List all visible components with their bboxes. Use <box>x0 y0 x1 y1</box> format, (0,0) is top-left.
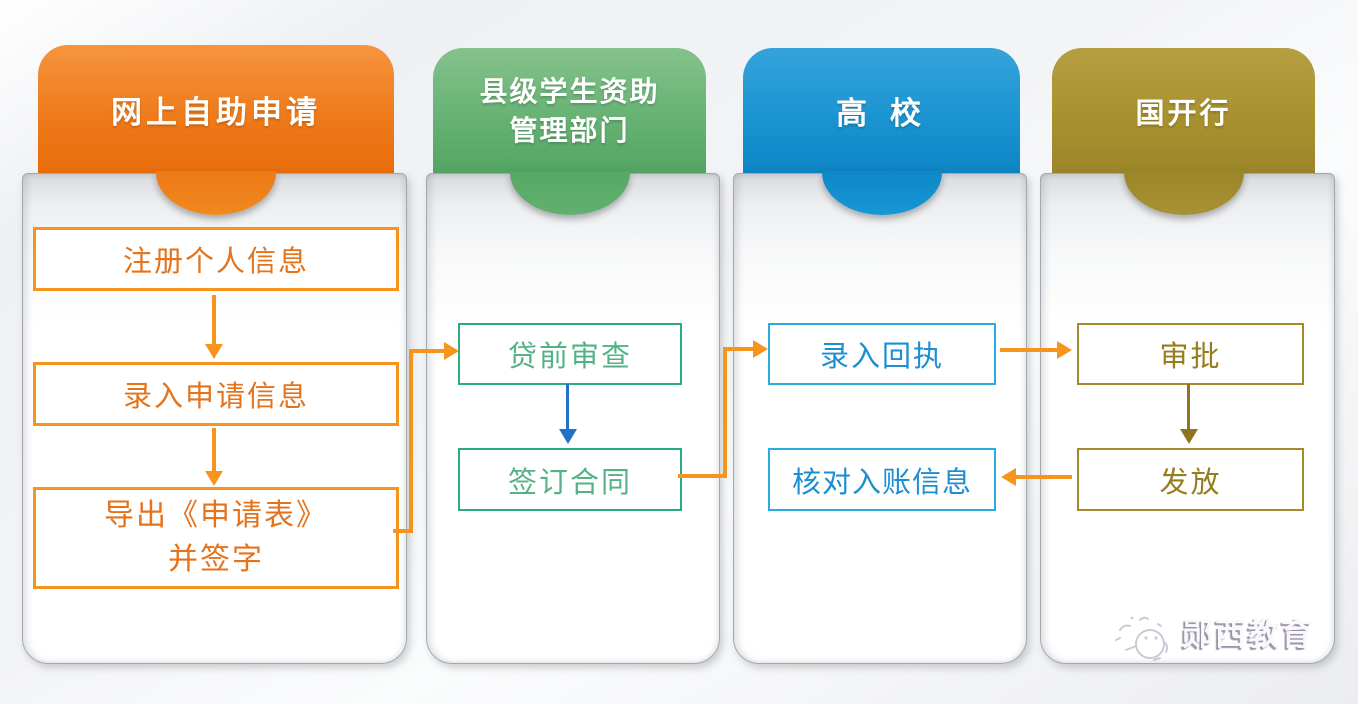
connector-disbursement-to-verify-line <box>1016 475 1072 479</box>
connector-contract-to-receipt-seg1 <box>678 474 727 478</box>
step-box-register-personal-info: 注册个人信息 <box>33 227 399 291</box>
column-header-cdb-bank: 国开行 <box>1052 48 1315 173</box>
column-card-county-aid-department <box>426 173 720 664</box>
column-header-online-self-application: 网上自助申请 <box>38 45 394 173</box>
step-label: 录入申请信息 <box>122 379 309 413</box>
step-box-enter-receipt: 录入回执 <box>768 323 996 385</box>
arrowhead-down-icon <box>559 429 577 444</box>
arrowhead-left-icon <box>1001 468 1016 486</box>
step-box-enter-application-info: 录入申请信息 <box>33 362 399 426</box>
step-label-line1: 导出《申请表》 <box>104 498 328 533</box>
connector-export-to-review-seg2 <box>409 349 413 533</box>
connector-receipt-to-approval-line <box>1000 348 1058 352</box>
step-box-disbursement: 发放 <box>1077 448 1304 511</box>
arrow-line-approval-to-disbursement <box>1187 384 1190 430</box>
arrowhead-right-icon <box>753 340 768 358</box>
step-label: 审批 <box>1159 339 1222 373</box>
arrowhead-right-icon <box>1057 341 1072 359</box>
connector-export-to-review-seg3 <box>409 349 445 353</box>
arrow-line-register-to-enter <box>212 295 216 345</box>
step-label: 核对入账信息 <box>791 464 972 499</box>
step-box-sign-contract: 签订合同 <box>458 448 682 511</box>
arrowhead-down-icon <box>205 344 223 359</box>
step-box-export-form-and-sign: 导出《申请表》 并签字 <box>33 487 399 589</box>
header-text-line1: 县级学生资助 <box>479 74 660 108</box>
step-label: 贷前审查 <box>507 339 632 373</box>
step-box-approval: 审批 <box>1077 323 1304 385</box>
header-text-line2: 管理部门 <box>509 113 630 147</box>
header-text: 网上自助申请 <box>111 94 321 131</box>
column-header-county-aid-department: 县级学生资助 管理部门 <box>433 48 706 173</box>
arrowhead-down-icon <box>205 471 223 486</box>
column-card-university <box>733 173 1027 664</box>
connector-contract-to-receipt-seg3 <box>723 347 754 351</box>
step-box-preloan-review: 贷前审查 <box>458 323 682 385</box>
step-label-line2: 并签字 <box>168 542 264 577</box>
header-text: 高 校 <box>836 96 927 132</box>
step-label: 签订合同 <box>507 464 632 499</box>
arrowhead-right-icon <box>444 342 459 360</box>
watermark-text: 郧西教育 <box>1182 616 1314 653</box>
column-header-university: 高 校 <box>743 48 1020 173</box>
connector-export-to-review-seg1 <box>393 529 413 533</box>
step-label: 发放 <box>1159 464 1222 499</box>
step-label: 注册个人信息 <box>122 244 309 278</box>
arrow-line-enter-to-export <box>212 428 216 472</box>
header-text: 国开行 <box>1135 95 1232 130</box>
arrow-line-review-to-contract <box>566 384 569 430</box>
chick-sketch-icon <box>1115 616 1169 661</box>
step-box-verify-account-info: 核对入账信息 <box>768 448 996 511</box>
connector-contract-to-receipt-seg2 <box>723 347 727 478</box>
arrowhead-down-icon <box>1180 429 1198 444</box>
step-label: 录入回执 <box>819 339 944 373</box>
watermark: 郧西教育 <box>1106 600 1314 662</box>
